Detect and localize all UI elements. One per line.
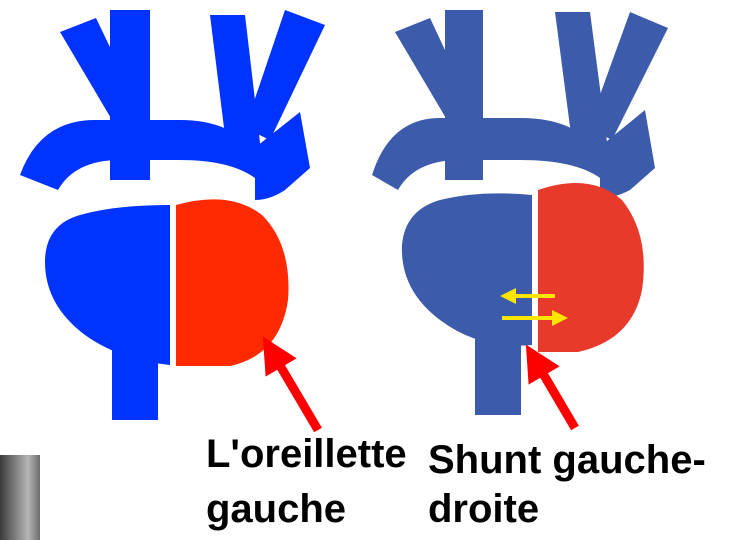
shunt-left-atrium-shape (538, 183, 644, 352)
shunt-label-line1: Shunt gauche- (428, 436, 706, 484)
left-atrium-label-line1: L'oreillette (206, 430, 407, 478)
shunt-red-arrow-icon (535, 360, 575, 428)
shunt-label-line2: droite (428, 485, 539, 533)
shunt-heart-diagram (372, 10, 668, 428)
left-atrium-shape (176, 199, 288, 366)
normal-heart-diagram (20, 10, 325, 430)
red-arrow-icon (272, 352, 318, 430)
left-atrium-label-line2: gauche (206, 485, 346, 533)
xray-thumbnail (0, 455, 40, 540)
